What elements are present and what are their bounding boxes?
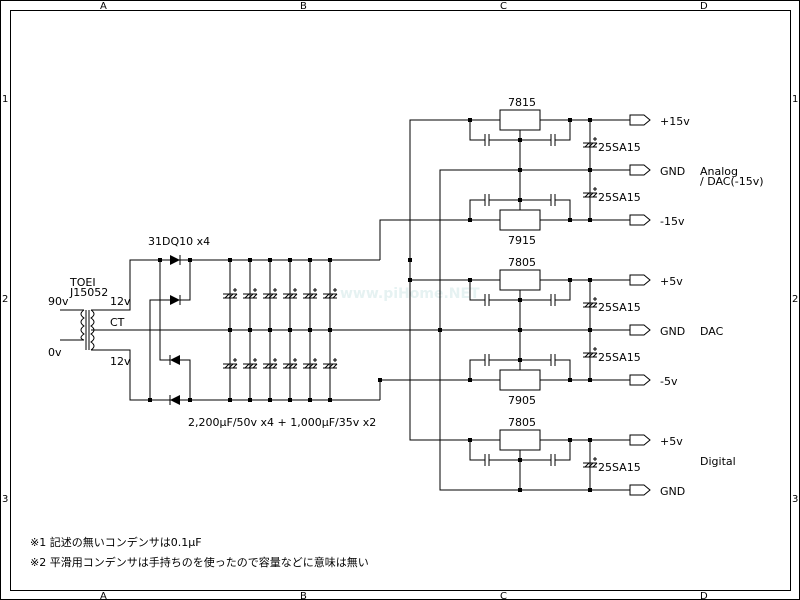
secondary-bottom-label: 12v	[110, 355, 131, 368]
smoothing-capacitor-bank: 2,200μF/50v x4 + 1,000μF/35v x2	[188, 258, 376, 429]
output-label-gnd-digital: GND	[660, 485, 685, 498]
distribution-rails	[378, 119, 590, 491]
regulator-7815: 7815 25SA15 +15v	[468, 96, 690, 172]
electrolytic-capacitor-icon	[323, 288, 338, 299]
output-port-icon	[629, 374, 651, 386]
electrolytic-capacitor-icon	[263, 288, 278, 299]
gnd-port-icon	[629, 484, 651, 496]
regulator-label: 7805	[508, 416, 536, 429]
note-2: ※2 平滑用コンデンサは手持ちのを使ったので容量などに意味は無い	[30, 555, 369, 569]
row-label-3-left: 3	[2, 494, 8, 505]
electrolytic-capacitor-icon	[283, 288, 298, 299]
capacitor-label: 25SA15	[598, 461, 641, 474]
transformer-model: J15052	[69, 286, 108, 299]
regulator-section: 7815 25SA15 +15v 7915 25SA15 -15v 7805 25SA15 +5…	[468, 96, 690, 496]
smoothing-label: 2,200μF/50v x4 + 1,000μF/35v x2	[188, 416, 376, 429]
output-label-gnd-analog: GND	[660, 165, 685, 178]
output-label: -15v	[660, 215, 685, 228]
output-port-icon	[629, 274, 651, 286]
output-label: +5v	[660, 275, 683, 288]
row-label-1-right: 1	[792, 94, 798, 105]
col-label-d-top: D	[700, 1, 708, 12]
electrolytic-capacitor-icon	[583, 457, 598, 468]
capacitor-label: 25SA15	[598, 191, 641, 204]
row-label-1-left: 1	[2, 94, 8, 105]
capacitor-label: 25SA15	[598, 141, 641, 154]
output-port-icon	[629, 214, 651, 226]
electrolytic-capacitor-icon	[303, 358, 318, 369]
regulator-label: 7905	[508, 394, 536, 407]
col-label-d-bottom: D	[700, 591, 708, 600]
gnd-port-icon	[629, 324, 651, 336]
electrolytic-capacitor-icon	[243, 358, 258, 369]
electrolytic-capacitor-icon	[223, 358, 238, 369]
transformer: TOEI J15052 90v 0v 12v CT 12v	[48, 259, 590, 401]
col-label-a-top: A	[100, 1, 107, 12]
output-label: +5v	[660, 435, 683, 448]
regulator-label: 7915	[508, 234, 536, 247]
col-label-b-bottom: B	[300, 591, 307, 600]
electrolytic-capacitor-icon	[263, 358, 278, 369]
gnd-port-icon	[629, 164, 651, 176]
electrolytic-capacitor-icon	[583, 137, 598, 148]
transformer-maker: TOEI	[69, 276, 96, 289]
diode-icon	[170, 295, 180, 305]
diode-icon	[170, 255, 180, 265]
electrolytic-capacitor-icon	[323, 358, 338, 369]
electrolytic-capacitor-icon	[243, 288, 258, 299]
capacitor-label: 25SA15	[598, 301, 641, 314]
electrolytic-capacitor-icon	[223, 288, 238, 299]
electrolytic-capacitor-icon	[583, 347, 598, 358]
output-port-icon	[629, 434, 651, 446]
electrolytic-capacitor-icon	[283, 358, 298, 369]
regulator-7805: 7805 25SA15 +5v	[468, 416, 683, 492]
output-label: -5v	[660, 375, 678, 388]
note-1: ※1 記述の無いコンデンサは0.1μF	[30, 535, 202, 549]
regulator-7905: 7905 25SA15 -5v	[468, 328, 678, 407]
primary-90v-label: 90v	[48, 295, 69, 308]
row-label-2-left: 2	[2, 294, 8, 305]
diode-icon	[170, 355, 180, 365]
regulator-label: 7815	[508, 96, 536, 109]
regulator-7915: 7915 25SA15 -15v	[468, 168, 685, 247]
electrolytic-capacitor-icon	[303, 288, 318, 299]
group-label-analog-dac: / DAC(-15v)	[700, 175, 764, 188]
regulator-7805: 7805 25SA15 +5v	[468, 256, 683, 332]
col-label-a-bottom: A	[100, 591, 107, 600]
electrolytic-capacitor-icon	[583, 297, 598, 308]
col-label-c-bottom: C	[500, 591, 507, 600]
group-label-analog: Analog	[700, 165, 738, 178]
output-label: +15v	[660, 115, 690, 128]
row-label-3-right: 3	[792, 494, 798, 505]
rectifier-label: 31DQ10 x4	[148, 235, 210, 248]
col-label-b-top: B	[300, 1, 307, 12]
capacitor-label: 25SA15	[598, 351, 641, 364]
primary-0v-label: 0v	[48, 346, 62, 359]
inner-frame	[10, 10, 791, 591]
row-label-2-right: 2	[792, 294, 798, 305]
group-label-digital: Digital	[700, 455, 736, 468]
group-label-dac: DAC	[700, 325, 724, 338]
col-label-c-top: C	[500, 1, 507, 12]
secondary-top-label: 12v	[110, 295, 131, 308]
regulator-label: 7805	[508, 256, 536, 269]
output-label-gnd-dac: GND	[660, 325, 685, 338]
secondary-ct-label: CT	[110, 316, 125, 329]
output-port-icon	[629, 114, 651, 126]
electrolytic-capacitor-icon	[583, 187, 598, 198]
diode-icon	[170, 395, 180, 405]
rectifier-bridge: 31DQ10 x4	[148, 235, 380, 405]
